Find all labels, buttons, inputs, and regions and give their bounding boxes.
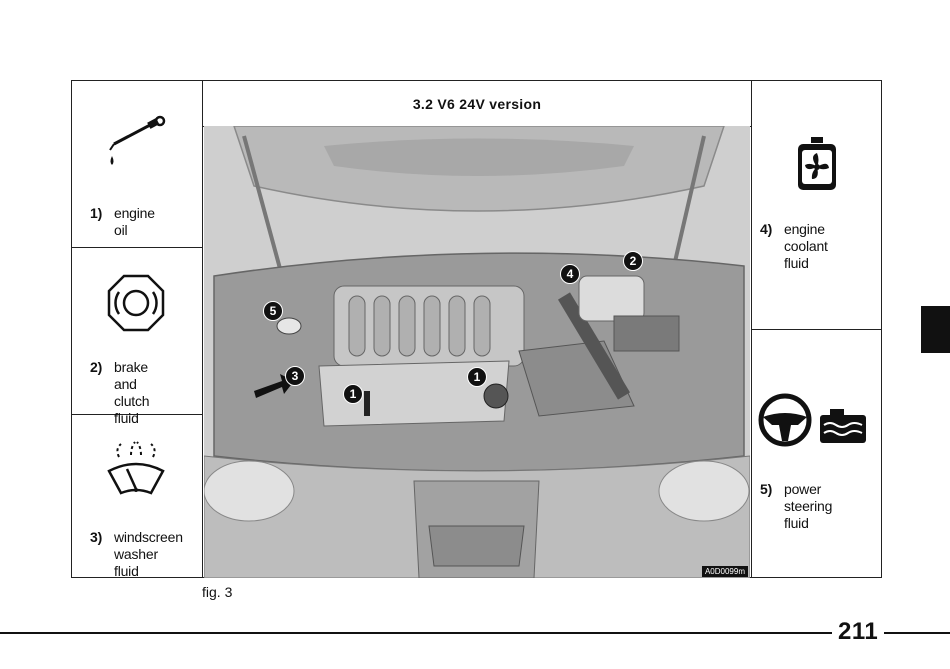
steering-wheel-icon [758,393,866,447]
item-number: 3) [90,529,103,545]
oil-can-icon [109,115,166,165]
windscreen-washer-icon [107,441,165,495]
item-label: 5) power steering fluid [760,481,832,532]
item-number: 2) [90,359,103,375]
brake-warning-icon [107,274,165,332]
item-number: 1) [90,205,103,221]
figure-caption: fig. 3 [202,584,233,600]
item-label: 3) windscreen washer fluid [90,529,183,580]
item-text: brake and clutch fluid [114,359,150,426]
item-label: 1) engine oil [90,205,155,239]
divider [72,414,203,415]
item-label: 2) brake and clutch fluid [90,359,150,427]
callout-2: 2 [623,251,643,271]
photo-id: A0D0099m [701,566,748,577]
item-number: 4) [760,221,773,237]
callout-4: 4 [560,264,580,284]
engine-bay-illustration [204,126,750,578]
item-text: engine oil [114,205,155,238]
item-number: 5) [760,481,773,497]
item-text: power steering fluid [784,481,833,531]
divider [202,81,203,577]
divider [751,329,882,330]
callout-5: 5 [263,301,283,321]
item-text: windscreen washer fluid [114,529,183,579]
figure-title: 3.2 V6 24V version [412,95,542,112]
callout-1: 1 [343,384,363,404]
item-text: engine coolant fluid [784,221,828,271]
footer-rule [884,632,950,634]
coolant-reservoir-icon [798,137,836,190]
callout-1: 1 [467,367,487,387]
page-number: 211 [838,618,879,645]
divider [72,247,203,248]
section-tab-marker [921,306,950,353]
footer-rule [0,632,832,634]
callout-3: 3 [285,366,305,386]
engine-bay-photo: 5 3 1 1 4 2 A0D0099m [204,126,750,578]
item-label: 4) engine coolant fluid [760,221,828,272]
fluid-figure: 1) engine oil 2) brake and clutch fluid [71,80,882,580]
